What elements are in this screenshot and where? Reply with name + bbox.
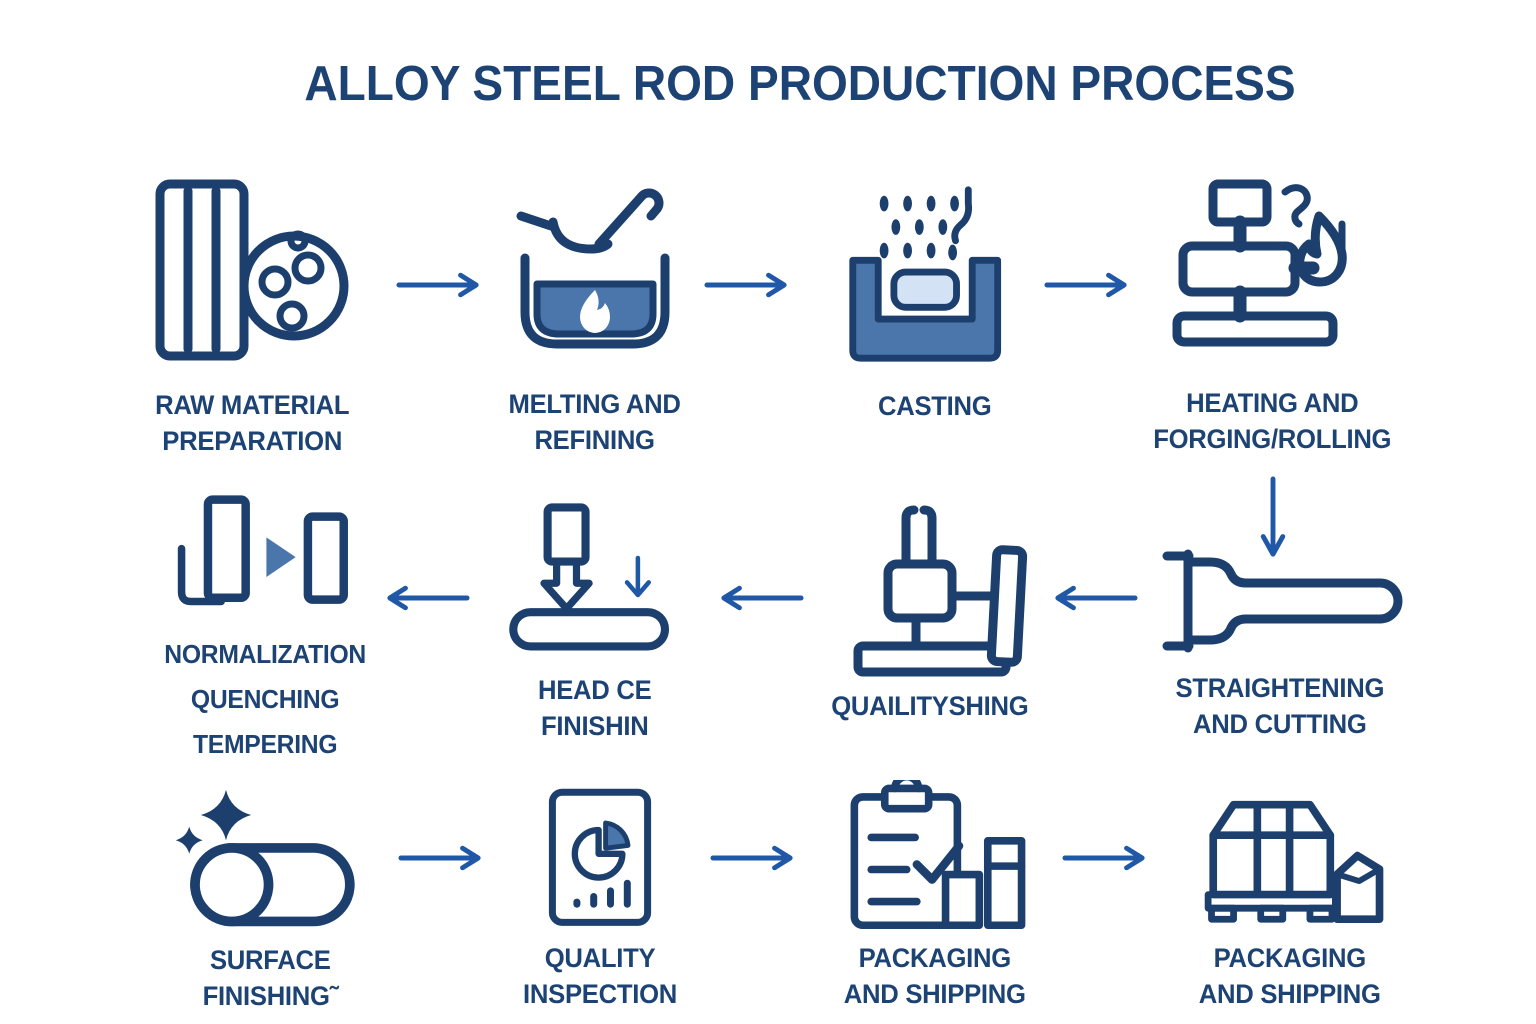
arrow-right-icon — [710, 845, 798, 871]
step-packaging-and-shipping-2: PACKAGING AND SHIPPING — [1125, 786, 1455, 1012]
step-label-line: CASTING — [878, 391, 992, 421]
step-label-line: PACKAGING — [1213, 943, 1367, 973]
step-label-line: HEATING AND — [1185, 388, 1359, 418]
arrow-left-icon — [382, 585, 470, 611]
casting-mold-icon — [837, 182, 1033, 368]
step-quality-inspection: QUALITY INSPECTION — [440, 788, 760, 1012]
arrow-right-icon — [398, 845, 486, 871]
step-normalization-quenching-tempering: NORMALIZATION QUENCHING TEMPERING — [105, 494, 425, 767]
step-label-line: AND SHIPPING — [1199, 979, 1381, 1009]
step-label-line: SURFACE — [209, 945, 331, 975]
arrow-down-icon — [1260, 476, 1286, 560]
step-quailityshing: QUAILITYSHING — [770, 500, 1090, 724]
step-label-line: INSPECTION — [523, 979, 677, 1009]
step-label-line: NORMALIZATION — [164, 639, 366, 669]
step-label-line: QUENCHING — [190, 684, 340, 714]
arrow-right-icon — [396, 272, 484, 298]
arrow-left-icon — [1050, 585, 1138, 611]
step-label-line: FINISHING˜ — [202, 981, 338, 1011]
page-title: ALLOY STEEL ROD PRODUCTION PROCESS — [304, 57, 1296, 111]
step-label-line: REFINING — [534, 425, 656, 455]
press-down-icon — [502, 502, 688, 660]
step-label-line: QUALITY — [544, 943, 656, 973]
step-melting-and-refining: MELTING AND REFINING — [435, 182, 755, 458]
step-label-line: QUAILITYSHING — [831, 691, 1029, 721]
arrow-left-icon — [716, 585, 804, 611]
step-surface-finishing: SURFACE FINISHING˜ — [110, 786, 430, 1014]
pallet-crate-icon — [1191, 786, 1389, 926]
step-label-line: STRAIGHTENING — [1175, 673, 1385, 703]
step-label-line: AND CUTTING — [1193, 709, 1367, 739]
arrow-right-icon — [704, 272, 792, 298]
step-casting: CASTING — [775, 182, 1095, 424]
step-label-line: HEAD CE — [538, 675, 652, 705]
rod-profile-icon — [1155, 546, 1405, 656]
step-label-line: RAW MATERIAL — [154, 390, 350, 420]
step-label-line: TEMPERING — [192, 729, 338, 759]
report-pie-chart-icon — [544, 788, 656, 928]
step-label-line: PACKAGING — [858, 943, 1012, 973]
step-label-line: AND SHIPPING — [844, 979, 1026, 1009]
step-label-line: FINISHIN — [541, 711, 649, 741]
arrow-right-icon — [1062, 845, 1150, 871]
polished-rod-sparkle-icon — [166, 786, 374, 936]
melting-crucible-icon — [495, 182, 695, 364]
step-heating-and-forging-rolling: HEATING AND FORGING/ROLLING — [1112, 178, 1432, 457]
step-label-line: PREPARATION — [162, 426, 342, 456]
checklist-boxes-icon — [844, 780, 1026, 932]
heat-treatment-icon — [167, 494, 363, 626]
step-raw-material-preparation: RAW MATERIAL PREPARATION — [92, 178, 412, 459]
arrow-right-icon — [1044, 272, 1132, 298]
raw-material-icon — [152, 178, 352, 363]
step-label-line: MELTING AND — [508, 389, 682, 419]
step-label-line: FORGING/ROLLING — [1153, 424, 1391, 454]
forging-press-flame-icon — [1167, 178, 1377, 363]
step-packaging-and-shipping-1: PACKAGING AND SHIPPING — [770, 780, 1100, 1012]
step-head-ce-finishin: HEAD CE FINISHIN — [435, 502, 755, 744]
step-straightening-and-cutting: STRAIGHTENING AND CUTTING — [1100, 546, 1460, 742]
grinding-machine-icon — [828, 500, 1033, 680]
